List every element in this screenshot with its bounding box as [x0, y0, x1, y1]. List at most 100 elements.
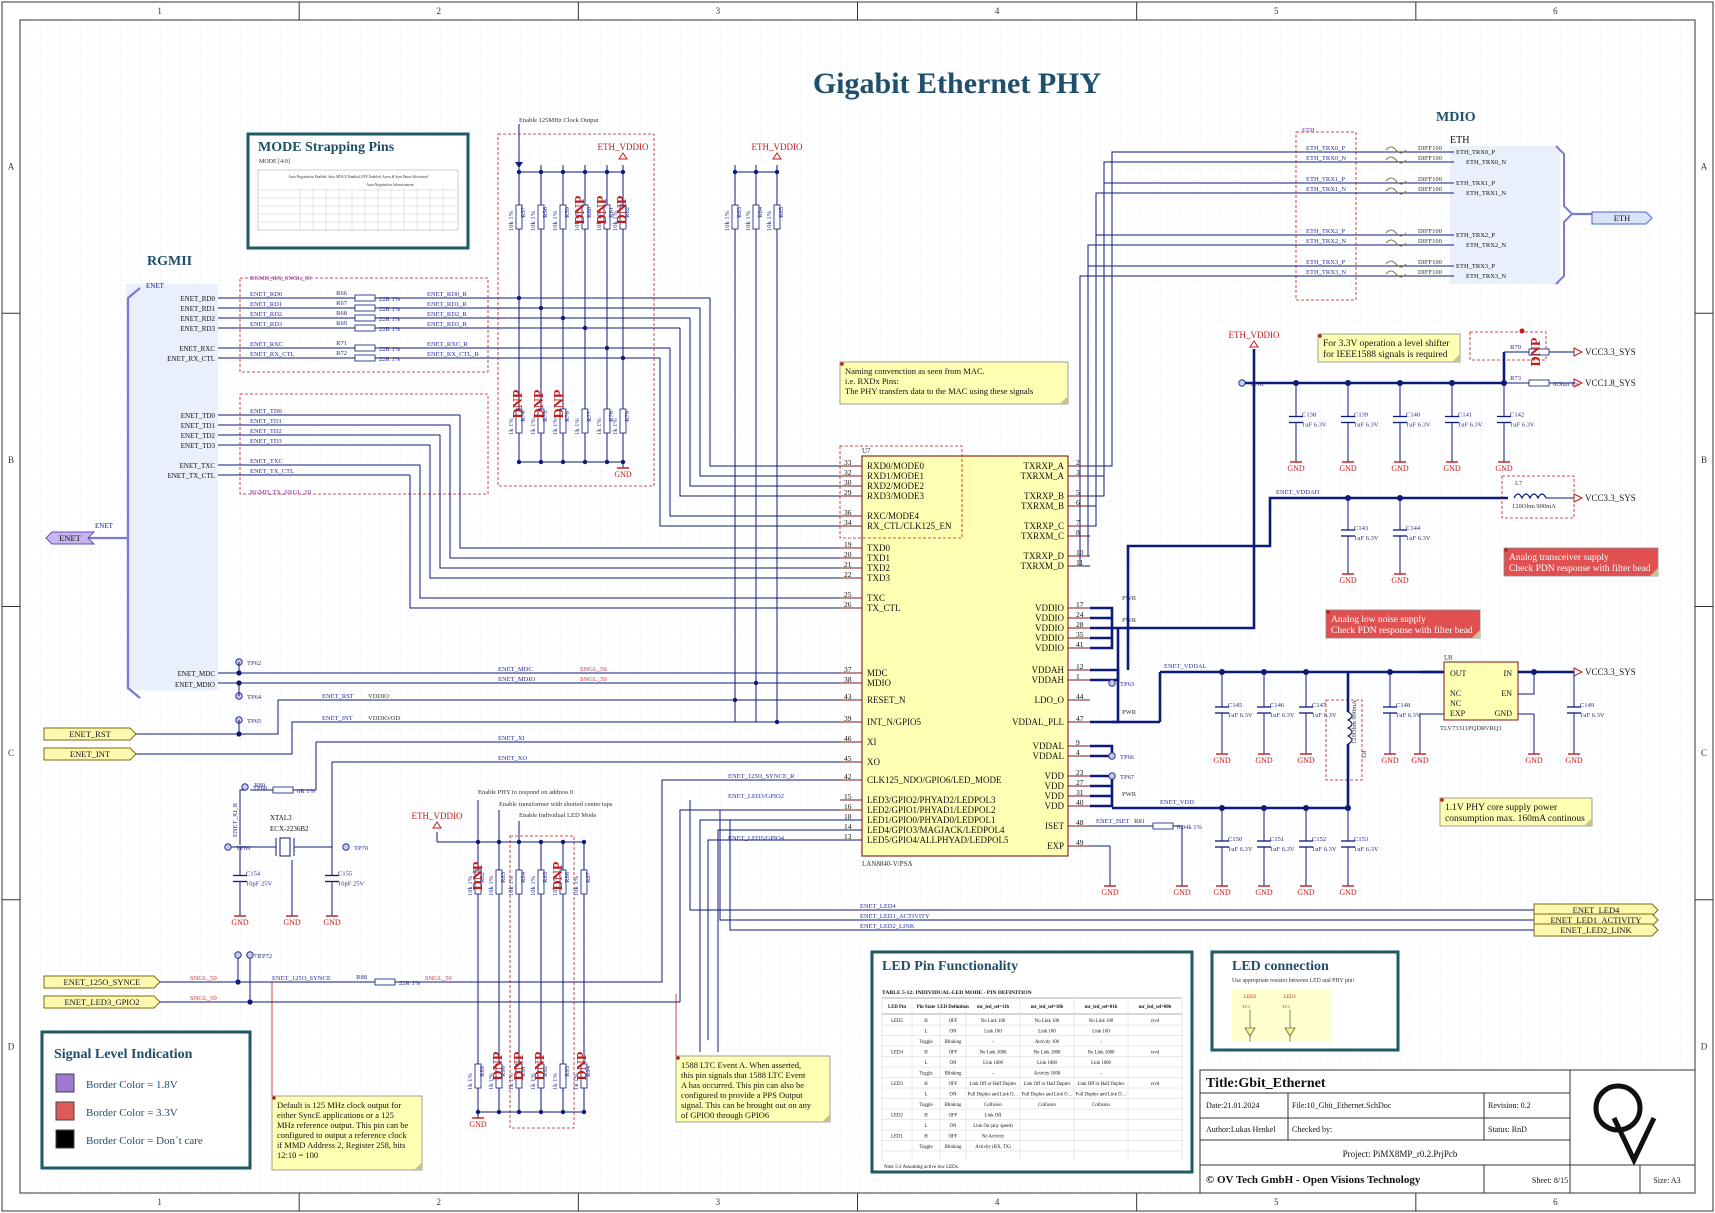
- pin-number: 13: [844, 832, 852, 841]
- tb-status: Status: RnD: [1488, 1125, 1527, 1134]
- wire: [449, 425, 862, 559]
- capacitor-value: 1uF 6.3V: [1510, 422, 1535, 429]
- led-table-cell: ON: [950, 1093, 957, 1098]
- pin-number: 35: [1076, 630, 1084, 639]
- led-table-cell: LED1: [891, 1135, 903, 1140]
- resistor-ref: R75: [542, 411, 549, 422]
- sheet-port: [45, 531, 96, 545]
- xo-label: ENET_XO: [498, 755, 528, 762]
- sheet-port: [1533, 923, 1659, 937]
- test-point: [1108, 772, 1116, 780]
- eth-pair-label: ETH_TRX2_N: [1306, 238, 1346, 245]
- resistor-ref: R93: [564, 1066, 571, 1077]
- gnd-label: GND: [1255, 888, 1273, 897]
- wire: [669, 348, 862, 517]
- row-label: A: [1701, 162, 1708, 172]
- led-table-cell: Blinking: [945, 1103, 962, 1108]
- led-table-cell: -: [992, 1072, 994, 1077]
- eth-harness-entry: ETH_TRX3_P: [1456, 263, 1495, 270]
- diff-label: DIFF100: [1418, 155, 1442, 162]
- col-label: 3: [716, 1197, 721, 1207]
- led-table-cell: OFF: [949, 1051, 958, 1056]
- capacitor-ref: C142: [1510, 412, 1524, 419]
- pin-name: VDDIO: [1035, 613, 1064, 623]
- eth-harness-entry: ETH_TRX3_N: [1466, 273, 1506, 280]
- pin-name: RX_CTL/CLK125_EN: [867, 521, 952, 531]
- led-net-label: ENET_125O_SYNCE_R: [728, 773, 795, 780]
- resistor-ref: R81: [1134, 818, 1145, 825]
- capacitor-value: 1uF 6.3V: [1302, 422, 1327, 429]
- wire: [717, 829, 862, 1052]
- marker: [1519, 328, 1525, 334]
- resistor-value: 10k 1%: [574, 210, 581, 231]
- diff-label: DIFF100: [1418, 269, 1442, 276]
- resistor-value: 10k 1%: [508, 875, 515, 896]
- pin-number: 9: [1076, 738, 1080, 747]
- note-fold: [414, 1162, 422, 1170]
- gnd-label: GND: [1255, 756, 1273, 765]
- test-point-label: TP72: [258, 953, 272, 960]
- led-net-label: ENET_LED4: [860, 903, 896, 910]
- power-port-label: VCC3.3_SYS: [1585, 347, 1636, 357]
- harness-bracket: [126, 287, 141, 699]
- note-text: configured to output a reference clock: [277, 1130, 407, 1140]
- dnp-mark: DNP: [533, 1051, 548, 1080]
- pin-number: 25: [844, 590, 852, 599]
- led-table-cell: L: [925, 1061, 928, 1066]
- wire: [699, 819, 862, 1052]
- gnd-label: GND: [469, 1120, 487, 1129]
- wire: [707, 839, 862, 1040]
- pin-name: LED5/GPIO4/ALLPHYAD/LEDPOL5: [867, 835, 1009, 845]
- capacitor-value: 1uF 6.3V: [1270, 846, 1295, 853]
- led-table-cell: No Link 100: [1089, 1019, 1114, 1024]
- pin-name: VDDAL_PLL: [1012, 717, 1064, 727]
- tx-net-name: ENET_TX_CTL: [168, 472, 215, 480]
- resistor: [354, 314, 376, 322]
- mdc-label: ENET_MDC: [498, 666, 533, 673]
- led-table-cell: Collision: [1092, 1103, 1110, 1108]
- sheet-port: [43, 727, 137, 741]
- gnd-label: GND: [1391, 576, 1409, 585]
- junction-dot: [236, 670, 242, 676]
- test-point-label: TP61: [1250, 381, 1264, 388]
- capacitor-value: 1uF 6.3V: [1396, 712, 1421, 719]
- capacitor-ref: C152: [1312, 836, 1326, 843]
- resistor-value: 22R 1%: [379, 356, 401, 363]
- note-box: [839, 361, 1069, 405]
- tx-net-label: ENET_TD1: [250, 418, 282, 425]
- resistor-value: 1k 1%: [552, 1073, 559, 1090]
- note-pin: [1326, 610, 1330, 614]
- resistor-value: 1k 1%: [508, 1073, 515, 1090]
- eth-pair-label: ETH_TRX3_N: [1306, 269, 1346, 276]
- capacitor-value: 1uF 6.3V: [1312, 712, 1337, 719]
- gnd-label: GND: [1381, 756, 1399, 765]
- rx-net-label-r: ENET_RXC_R: [427, 341, 468, 348]
- resistor-value: 1k 1%: [612, 418, 619, 435]
- note-fold: [822, 1114, 830, 1122]
- mdc-label2: SNGL_50: [580, 666, 607, 673]
- pin-name: VDD: [1045, 801, 1065, 811]
- wire: [699, 308, 862, 477]
- note-fold: [1472, 630, 1480, 638]
- eth-pairs-frame: [1295, 131, 1357, 301]
- wire: [679, 809, 862, 1002]
- resistor-value: 10k 1%: [530, 210, 537, 231]
- dnp-mark: DNP: [615, 195, 630, 224]
- led-table-title: TABLE 5-12: INDIVIDUAL-LED MODE - PIN DE…: [882, 990, 1032, 996]
- led-table-cell: OFF: [949, 1019, 958, 1024]
- led-table-cell: LED4: [891, 1051, 903, 1056]
- resistor-value: 22R 1%: [379, 316, 401, 323]
- pin-name: VDDAH: [1032, 665, 1065, 675]
- pin-name: RXD0/MODE0: [867, 461, 925, 471]
- capacitor-ref: C149: [1580, 702, 1594, 709]
- ldo-pin: EXP: [1450, 709, 1466, 718]
- rx-net-label-r: ENET_RD2_R: [427, 311, 467, 318]
- legend-item-label: Border Color = 3.3V: [86, 1107, 178, 1119]
- led-table-cell: L: [925, 1030, 928, 1035]
- pin-number: 27: [1076, 778, 1084, 787]
- resistor-ref: R63: [736, 207, 743, 218]
- ic-part: LAN8840-V/PSA: [862, 860, 913, 868]
- resistor-ref: R71: [336, 340, 347, 347]
- led-table-cell: -: [992, 1040, 994, 1045]
